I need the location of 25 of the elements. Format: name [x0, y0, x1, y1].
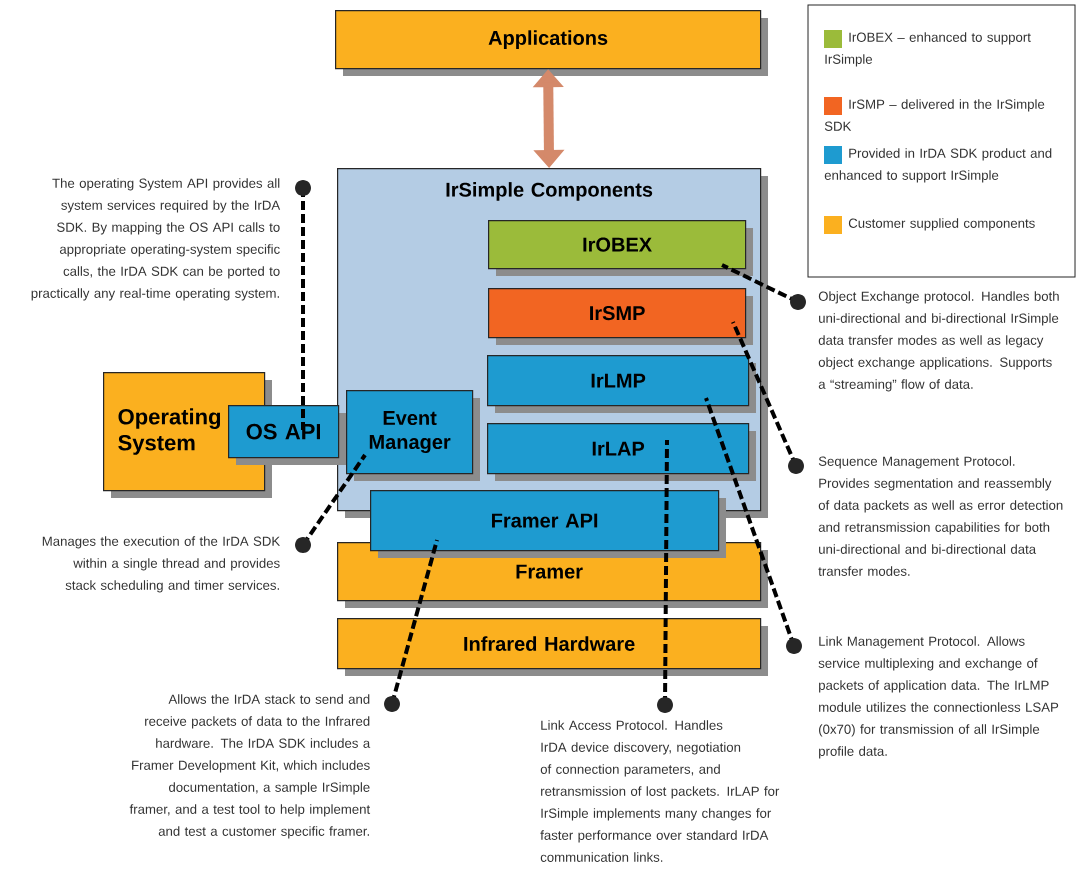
callout-text: Manages the execution of the IrDA SDK within a single thread and provides stack scheduling and timer services. — [42, 536, 280, 593]
callout-text: Object Exchange protocol. Handles both uni-directional and bi-directional IrSimple data transfer modes as well as legacy object exchange applications. Supports a “streaming” flow of data. — [818, 291, 1059, 392]
legend-text: Customer supplied components — [848, 218, 1035, 231]
layer-box: Framer API — [370, 490, 720, 552]
component-box: Event Manager — [346, 390, 474, 475]
layer-box: Applications — [335, 10, 762, 70]
callout-text: Allows the IrDA stack to send and receive packets of data to the Infrared hardware. The IrDA SDK includes a Framer Development Kit, which includes documentation, a sample IrSimple framer, and a test tool to help implement and test a customer specific framer. — [129, 694, 371, 839]
legend-text: IrSMP – delivered in the IrSimple SDK — [824, 99, 1045, 131]
leader-line — [295, 180, 311, 430]
callout-text: Link Access Protocol. Handles IrDA device discovery, negotiation of connection parameters, and retransmission of lost packets. IrLAP for IrSimple implements many changes for faster performance over standard IrDA communication links. — [540, 720, 780, 862]
callout-text: Link Management Protocol. Allows service multiplexing and exchange of packets of application data. The IrLMP module utilizes the connectionless LSAP (0x70) for transmission of all IrSimple profile data. — [818, 636, 1059, 759]
leader-line — [721, 263, 806, 310]
layer-box: IrLMP — [487, 355, 750, 407]
callout-text: Sequence Management Protocol. Provides segmentation and reassembly of data packets as well as error detection and retransmission capabilities for both uni-directional and bi-directional data transfer modes. — [818, 456, 1063, 576]
leader-line — [731, 321, 804, 474]
leader-line — [657, 440, 673, 713]
layer-box: IrLAP — [487, 423, 750, 475]
legend-text: IrOBEX – enhanced to support IrSimple — [825, 32, 1031, 67]
legend-text: Provided in IrDA SDK product and enhanced to support IrSimple — [824, 148, 1052, 183]
layer-box: IrSMP — [488, 288, 747, 339]
leader-line — [384, 539, 439, 712]
leader-line — [295, 453, 367, 553]
callout-text: The operating System API provides all system services required by the IrDA SDK. By mapping the OS API calls to appropriate operating-system specific calls, the IrDA SDK can be ported to practically any real-time operating system. — [31, 178, 281, 301]
layer-box: IrOBEX — [488, 220, 747, 270]
layer-box: Infrared Hardware — [337, 618, 762, 670]
